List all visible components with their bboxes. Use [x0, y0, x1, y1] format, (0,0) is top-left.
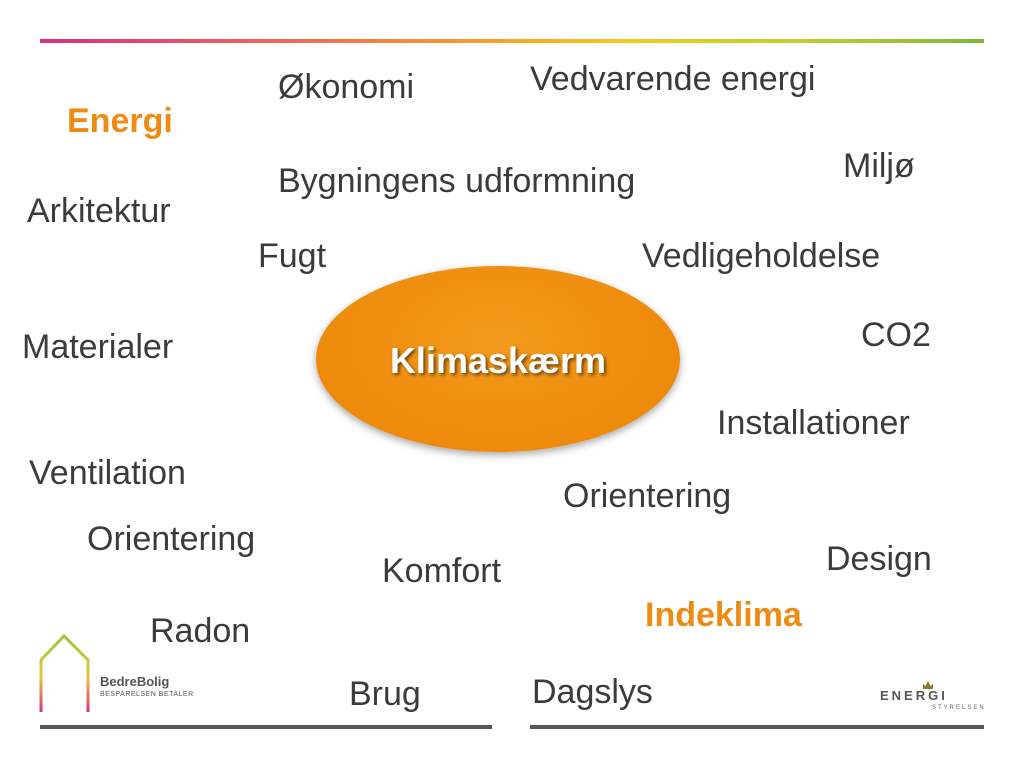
- bedrebolig-logo: BedreBolig BESPARELSEN BETALER: [36, 633, 206, 714]
- word-orientering-left: Orientering: [87, 520, 256, 558]
- word-fugt: Fugt: [258, 237, 327, 275]
- word-installationer: Installationer: [717, 404, 910, 442]
- house-outline-icon: [39, 633, 90, 712]
- word-komfort: Komfort: [382, 552, 502, 590]
- word-co2: CO2: [861, 316, 931, 354]
- word-energi: Energi: [67, 102, 173, 140]
- word-brug: Brug: [349, 675, 421, 713]
- word-miljo: Miljø: [843, 147, 915, 185]
- crown-icon: [923, 681, 933, 689]
- word-okonomi: Økonomi: [278, 68, 415, 106]
- word-materialer: Materialer: [22, 328, 174, 366]
- klimaskaerm-ellipse: Klimaskærm: [316, 266, 680, 452]
- bedrebolig-tagline: BESPARELSEN BETALER: [100, 691, 194, 698]
- word-indeklima: Indeklima: [645, 596, 802, 634]
- word-ventilation: Ventilation: [29, 454, 186, 492]
- word-dagslys: Dagslys: [532, 673, 653, 711]
- energistyrelsen-main-text: ENERGI: [880, 688, 948, 703]
- word-design: Design: [826, 540, 932, 578]
- top-gradient-rule: [40, 39, 984, 43]
- energistyrelsen-sub-text: STYRELSEN: [932, 705, 986, 711]
- bottom-rule-left: [40, 725, 492, 729]
- word-arkitektur: Arkitektur: [27, 192, 171, 230]
- bottom-rule-right: [530, 725, 984, 729]
- klimaskaerm-label: Klimaskærm: [389, 340, 607, 381]
- bedrebolig-name: BedreBolig: [100, 674, 170, 689]
- energistyrelsen-logo: ENERGI STYRELSEN: [878, 680, 988, 716]
- word-bygningens-udformning: Bygningens udformning: [278, 162, 636, 200]
- word-orientering-right: Orientering: [563, 477, 732, 515]
- word-vedligeholdelse: Vedligeholdelse: [642, 237, 881, 275]
- word-vedvarende-energi: Vedvarende energi: [530, 60, 816, 98]
- word-radon: Radon: [150, 612, 251, 650]
